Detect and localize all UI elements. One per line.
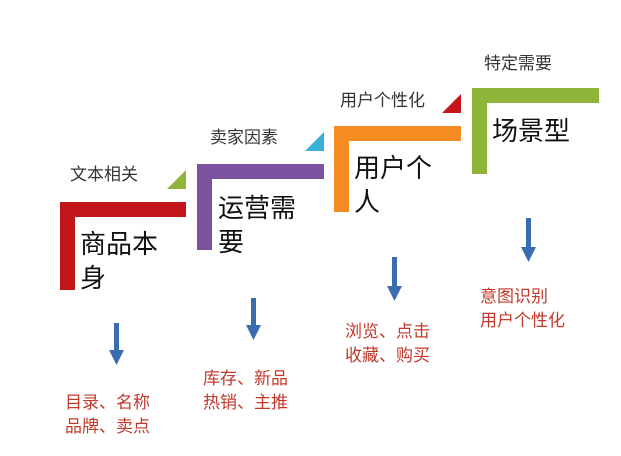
tag-label-3: 用户个性化 [340,91,425,111]
arrow-down-icon [387,257,402,301]
tag-label-1: 文本相关 [70,165,138,185]
arrow-down-icon [246,298,261,340]
detail-text-1: 目录、名称 品牌、卖点 [65,393,150,437]
step-3-bracket [334,126,461,212]
tag-3-triangle [442,94,461,113]
arrow-down-icon [109,323,124,365]
step-4-bracket [472,88,599,174]
stage-title-1: 商品本 身 [80,230,159,294]
stage-title-4: 场景型 [492,117,571,147]
detail-text-4: 意图识别 用户个性化 [480,287,565,331]
step-1-bracket [60,202,186,290]
tag-label-2: 卖家因素 [210,128,278,148]
stage-title-3: 用户个 人 [354,154,433,218]
tag-2-triangle [305,132,324,151]
detail-text-3: 浏览、点击 收藏、购买 [345,322,430,366]
step-2-bracket [197,164,324,250]
tag-1-triangle [167,170,186,189]
arrow-down-icon [521,218,536,262]
tag-label-4: 特定需要 [484,54,552,74]
detail-text-2: 库存、新品 热销、主推 [203,369,288,413]
stage-title-2: 运营需 要 [218,194,297,258]
